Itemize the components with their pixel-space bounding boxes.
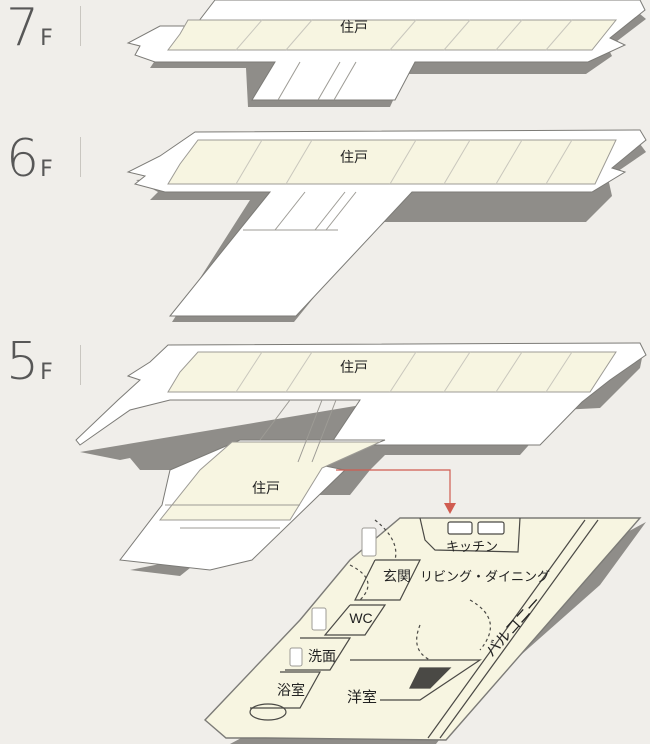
unit-label-6f: 住戸	[340, 149, 368, 165]
unit-label-7f: 住戸	[340, 19, 368, 35]
floor-7f-plate: 住戸	[126, 0, 646, 107]
unit-label-5f-upper: 住戸	[340, 359, 368, 375]
floor-divider	[80, 137, 81, 177]
floor-divider	[80, 345, 81, 385]
floor-number: 7	[6, 0, 39, 58]
floor-label-7f: 7F	[6, 2, 53, 54]
floor-unit: F	[40, 26, 53, 51]
floor-number: 5	[6, 332, 39, 392]
floor-label-6f: 6F	[6, 133, 53, 185]
floor-label-5f: 5F	[6, 336, 53, 388]
floor-unit: F	[40, 157, 53, 182]
floor-unit: F	[40, 360, 53, 385]
room-bath: 浴室	[277, 682, 305, 698]
room-western: 洋室	[347, 689, 377, 706]
floor-number: 6	[6, 129, 39, 189]
room-wc: WC	[349, 610, 372, 626]
room-entrance: 玄関	[383, 568, 411, 584]
unit-detail-plan: キッチン リビング・ダイニング 玄関 WC 洗面 浴室 洋室 バルコニー	[203, 517, 646, 744]
floor-divider	[80, 6, 81, 46]
room-washroom: 洗面	[308, 648, 336, 664]
unit-label-5f-lower: 住戸	[252, 480, 280, 496]
pointer-arrow	[336, 469, 456, 514]
room-kitchen: キッチン	[446, 539, 498, 554]
room-living-dining: リビング・ダイニング	[420, 569, 550, 584]
floor-6f-plate: 住戸	[126, 129, 647, 322]
floor-5f-plate: 住戸 住戸	[75, 342, 647, 576]
